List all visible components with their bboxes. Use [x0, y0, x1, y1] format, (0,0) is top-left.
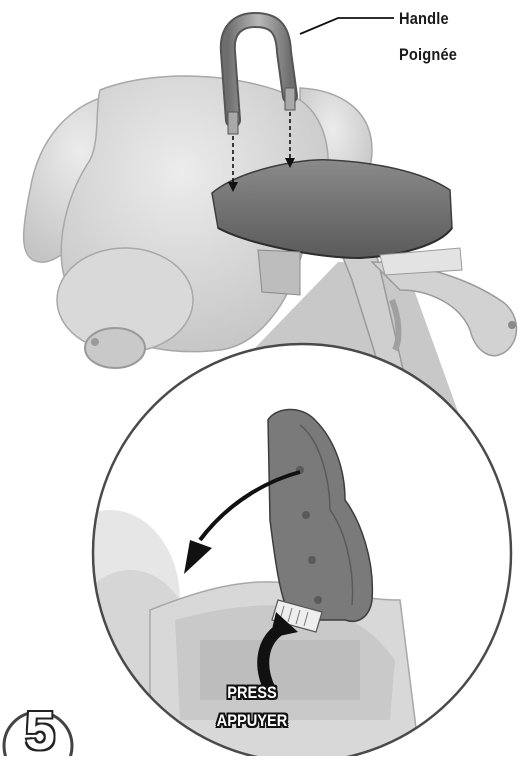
handle-post-right — [285, 88, 295, 110]
press-label-fr: APPUYER — [192, 710, 312, 732]
step-number: 5 — [16, 701, 64, 761]
handle-callout-leader — [300, 18, 394, 34]
toy-wheel — [85, 328, 145, 368]
press-label-en: PRESS — [192, 682, 312, 704]
handle-label-en: Handle — [399, 8, 449, 29]
handle-post-left — [228, 112, 238, 134]
handle-label-fr: Poignée — [399, 44, 457, 65]
